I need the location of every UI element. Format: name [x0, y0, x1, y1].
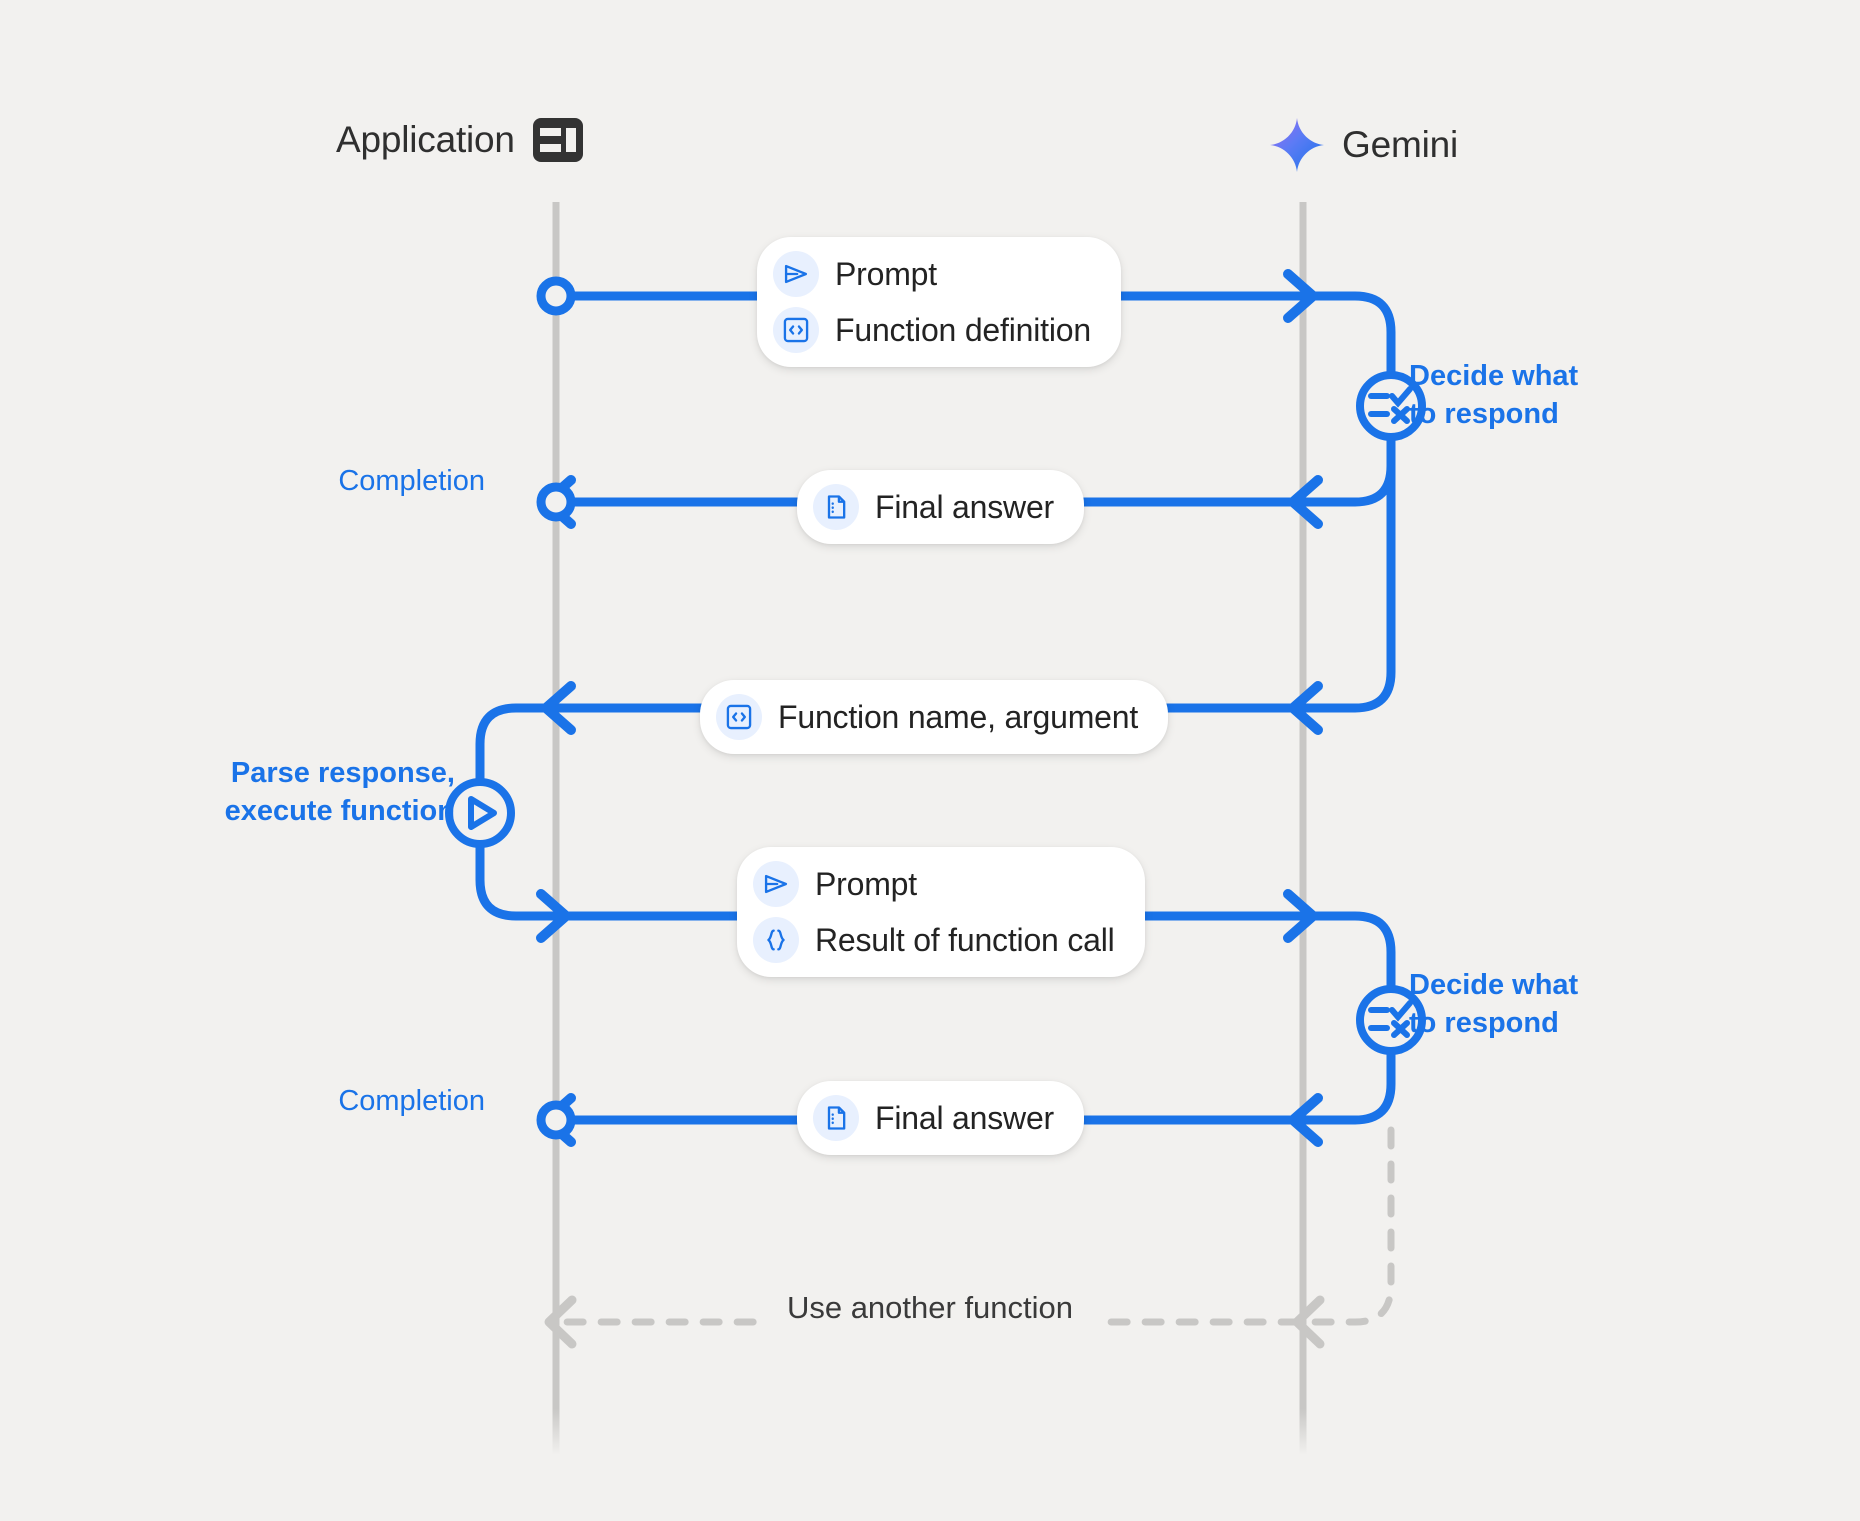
- flow-app-track-2: [475, 839, 561, 921]
- label-completion-1: Completion: [338, 465, 485, 497]
- label-decide-what-to-respond-2: Decide what to respond: [1409, 969, 1579, 1039]
- message-card-final-answer-1: Final answer: [797, 470, 1085, 544]
- label-use-another-function: Use another function: [760, 1290, 1100, 1326]
- flow-gemini-track-4: [1298, 911, 1396, 994]
- flow-gemini-track-2: [1298, 432, 1396, 507]
- document-icon: [813, 484, 859, 530]
- document-icon: [813, 1095, 859, 1141]
- message-row: Prompt: [773, 251, 1091, 297]
- flow-gemini-track-5: [1298, 1046, 1396, 1125]
- message-card-prompt-function-definition: Prompt Function definition: [757, 237, 1121, 367]
- message-row: Result of function call: [753, 917, 1115, 963]
- message-label: Result of function call: [815, 921, 1115, 958]
- message-label: Function name, argument: [778, 698, 1139, 735]
- message-row: Final answer: [813, 484, 1054, 530]
- lane-header-application: Application: [336, 118, 583, 162]
- lane-label-application: Application: [336, 119, 515, 160]
- message-card-function-name-argument: Function name, argument: [700, 680, 1169, 754]
- label-completion-2: Completion: [338, 1085, 485, 1117]
- message-label: Function definition: [835, 311, 1091, 348]
- message-label: Prompt: [815, 865, 917, 902]
- gemini-sparkle-icon: [1270, 118, 1324, 172]
- loop-back-arrowheads: [544, 1295, 1325, 1349]
- send-prompt-icon: [753, 861, 799, 907]
- code-brackets-icon: [716, 694, 762, 740]
- node-decide-1: [1356, 371, 1426, 441]
- lifeline-gemini: [1299, 202, 1307, 1455]
- flow-app-track-1: [475, 703, 561, 787]
- message-card-prompt-result-of-function-call: Prompt Result of function call: [737, 847, 1145, 977]
- send-prompt-icon: [773, 251, 819, 297]
- message-label: Prompt: [835, 255, 937, 292]
- app-window-icon: [532, 118, 583, 162]
- loop-back-path: [552, 1126, 1395, 1326]
- label-parse-execute: Parse response, execute function: [224, 757, 455, 827]
- code-brackets-icon: [773, 307, 819, 353]
- lifeline-application: [552, 202, 560, 1455]
- message-card-final-answer-2: Final answer: [797, 1081, 1085, 1155]
- message-row: Function definition: [773, 307, 1091, 353]
- curly-braces-icon: [753, 917, 799, 963]
- lane-header-gemini: Gemini: [1270, 118, 1458, 172]
- message-label: Final answer: [875, 488, 1055, 525]
- message-label: Final answer: [875, 1099, 1055, 1136]
- flow-gemini-track-1: [1298, 291, 1396, 380]
- lifeline-start-markers: [536, 276, 576, 1140]
- message-row: Final answer: [813, 1095, 1054, 1141]
- message-row: Function name, argument: [716, 694, 1138, 740]
- message-row: Prompt: [753, 861, 1115, 907]
- label-decide-what-to-respond-1: Decide what to respond: [1409, 360, 1579, 430]
- flow-gemini-track-3: [1298, 432, 1396, 713]
- node-parse-execute: [445, 778, 515, 848]
- lane-label-gemini: Gemini: [1342, 124, 1458, 165]
- node-decide-2: [1356, 985, 1426, 1055]
